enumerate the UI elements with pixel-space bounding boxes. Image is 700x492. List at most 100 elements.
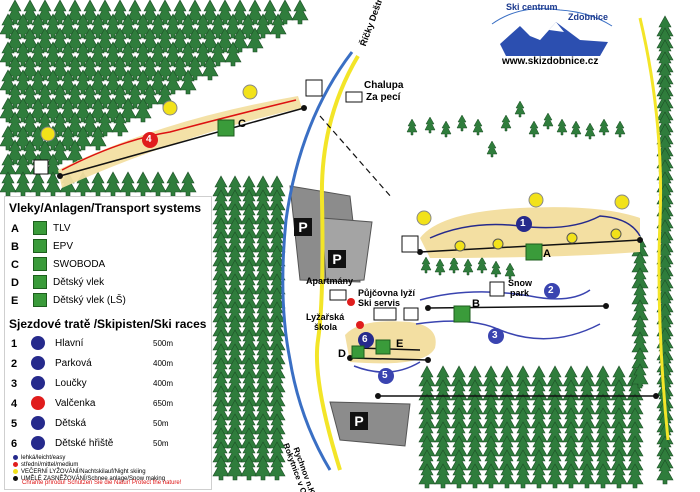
- lift-row: B EPV: [11, 239, 207, 255]
- piste-name: Dětská: [55, 418, 87, 429]
- tree: [504, 262, 516, 280]
- lift-icon: [33, 257, 47, 271]
- tree: [89, 171, 107, 197]
- lift-name: Dětský vlek: [53, 277, 105, 288]
- chalupa-label: Chalupa: [364, 80, 404, 91]
- piste-badge-3: [488, 328, 504, 344]
- piste-length: 400m: [153, 379, 174, 388]
- lyzarska-label: Lyžařská: [306, 312, 345, 322]
- piste-line-4: [61, 99, 297, 171]
- legend-panel: Vleky/Anlagen/Transport systems A TLV B …: [4, 196, 212, 490]
- lift-key: E: [11, 295, 19, 307]
- lift-icon: [33, 221, 47, 235]
- ticket-icon: [401, 235, 419, 253]
- trail-dashed: [319, 115, 393, 199]
- tree: [119, 171, 137, 197]
- piste-name: Loučky: [55, 378, 87, 389]
- restaurant-icon: [33, 159, 49, 175]
- lift-name: TLV: [53, 223, 71, 234]
- tree: [456, 114, 468, 132]
- note-night: VEČERNÍ LYŽOVÁNÍ/Nachtskilauf/Night skii…: [13, 469, 146, 475]
- tree: [434, 258, 446, 276]
- lift-icons: [217, 119, 543, 359]
- piste-badge-1: [516, 216, 532, 232]
- logo-graphic: [491, 8, 613, 56]
- note-easy: lehká/leicht/easy: [13, 455, 65, 461]
- piste-key: 2: [11, 358, 18, 370]
- pujcovna-label: Půjčovna lyží: [358, 288, 416, 298]
- lift-letter-d: D: [338, 348, 346, 360]
- piste-dot: [31, 336, 45, 350]
- piste-number-2: 2: [548, 285, 554, 296]
- lift-line-c: [59, 107, 305, 177]
- piste-zone-upper: [58, 96, 302, 188]
- tree: [164, 171, 182, 197]
- piste-badge-6: [358, 332, 374, 348]
- service-point-school: [356, 321, 364, 329]
- piste-name: Dětské hřiště: [55, 438, 114, 449]
- tree: [500, 114, 512, 132]
- lift-key: A: [11, 223, 19, 235]
- piste-number-4: 4: [146, 134, 152, 145]
- tree: [556, 118, 568, 136]
- piste-length: 50m: [153, 419, 169, 428]
- lift-key: D: [11, 277, 19, 289]
- note-medium: střední/mittel/medium: [13, 462, 78, 468]
- piste-number-3: 3: [492, 330, 498, 341]
- lift-row: A TLV: [11, 221, 207, 237]
- parking-lot-3: [329, 401, 411, 447]
- piste-row: 2 Parková 400m: [11, 355, 207, 373]
- piste-line-1: [429, 215, 641, 239]
- service-point-rental: [347, 298, 355, 306]
- piste-row: 1 Hlavní 500m: [11, 335, 207, 353]
- pistes-title: Sjezdové tratě /Skipisten/Ski races: [9, 317, 207, 331]
- tree: [291, 0, 309, 25]
- lift-icon: [33, 293, 47, 307]
- lift-stations: [57, 105, 659, 399]
- snowmaking-icons: [40, 84, 630, 226]
- piste-dot: [31, 436, 45, 450]
- piste-dot: [31, 416, 45, 430]
- lift-name: EPV: [53, 241, 74, 252]
- parking-sign-1: P: [294, 218, 312, 236]
- piste-badge-4: [142, 132, 158, 148]
- piste-name: Valčenka: [55, 398, 96, 409]
- tree: [476, 256, 488, 274]
- snow-label: Snow: [508, 278, 532, 288]
- bed-icon: [345, 91, 363, 103]
- tree: [598, 118, 610, 136]
- ski-servis-label: Ski servis: [358, 298, 401, 308]
- piste-dot: [31, 356, 45, 370]
- tree: [420, 256, 432, 274]
- tree: [448, 256, 460, 274]
- piste-length: 50m: [153, 439, 169, 448]
- piste-line-2: [419, 289, 591, 301]
- piste-length: 400m: [153, 359, 174, 368]
- tree: [104, 171, 122, 197]
- logo-url[interactable]: www.skizdobnice.cz: [502, 56, 599, 67]
- piste-row: 5 Dětská 50m: [11, 415, 207, 433]
- piste-key: 1: [11, 338, 18, 350]
- piste-length: 650m: [153, 399, 174, 408]
- tree: [14, 171, 32, 197]
- tree: [462, 258, 474, 276]
- tree: [0, 171, 17, 197]
- lift-icon: [33, 275, 47, 289]
- piste-row: 3 Loučky 400m: [11, 375, 207, 393]
- tree: [149, 171, 167, 197]
- park-label: park: [510, 288, 530, 298]
- piste-key: 4: [11, 398, 18, 410]
- tree: [29, 171, 47, 197]
- piste-row: 6 Dětské hřiště 50m: [11, 435, 207, 453]
- za-peci-label: Za pecí: [366, 92, 401, 103]
- tree: [440, 120, 452, 138]
- tree: [490, 260, 502, 278]
- logo-text-b: Zdobnice: [568, 12, 608, 22]
- piste-badge-5: [378, 368, 394, 384]
- tree: [542, 112, 554, 130]
- lift-letter-e: E: [396, 338, 404, 350]
- lift-letter-b: B: [472, 298, 480, 310]
- piste-number-6: 6: [362, 334, 368, 345]
- piste-row: 4 Valčenka 650m: [11, 395, 207, 413]
